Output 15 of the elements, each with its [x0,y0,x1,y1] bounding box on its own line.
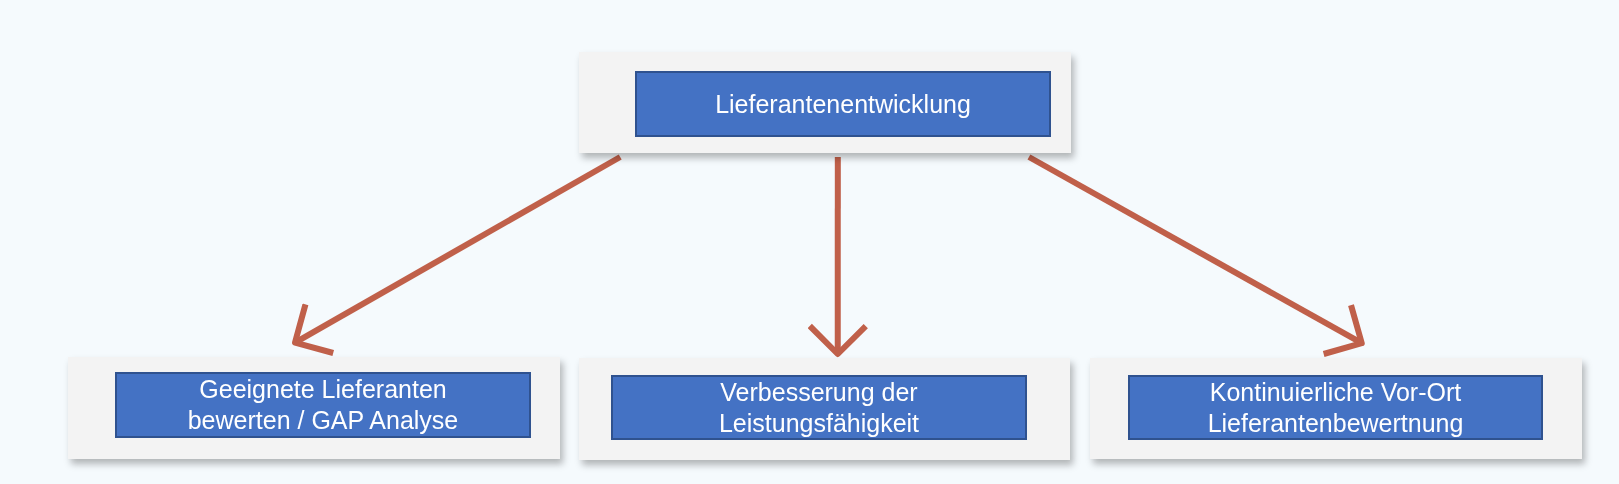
arrow [292,154,622,356]
process-box [1128,375,1543,440]
card-panel [579,52,1071,153]
arrow [806,157,869,357]
node-label: Kontinuierliche Vor-Ort Lieferantenbewertnung [1206,376,1465,439]
arrow [1027,154,1365,357]
node-label: Geeignete Lieferanten bewerten / GAP Analyse [186,374,460,436]
process-box [611,375,1027,440]
process-box [635,71,1051,137]
process-box [115,372,531,438]
card-panel [1090,358,1582,459]
node-label: Lieferantenentwicklung [715,88,971,120]
card-panel [68,357,560,459]
card-panel [579,358,1070,460]
node-label: Verbesserung der Leistungsfähigkeit [717,376,921,439]
